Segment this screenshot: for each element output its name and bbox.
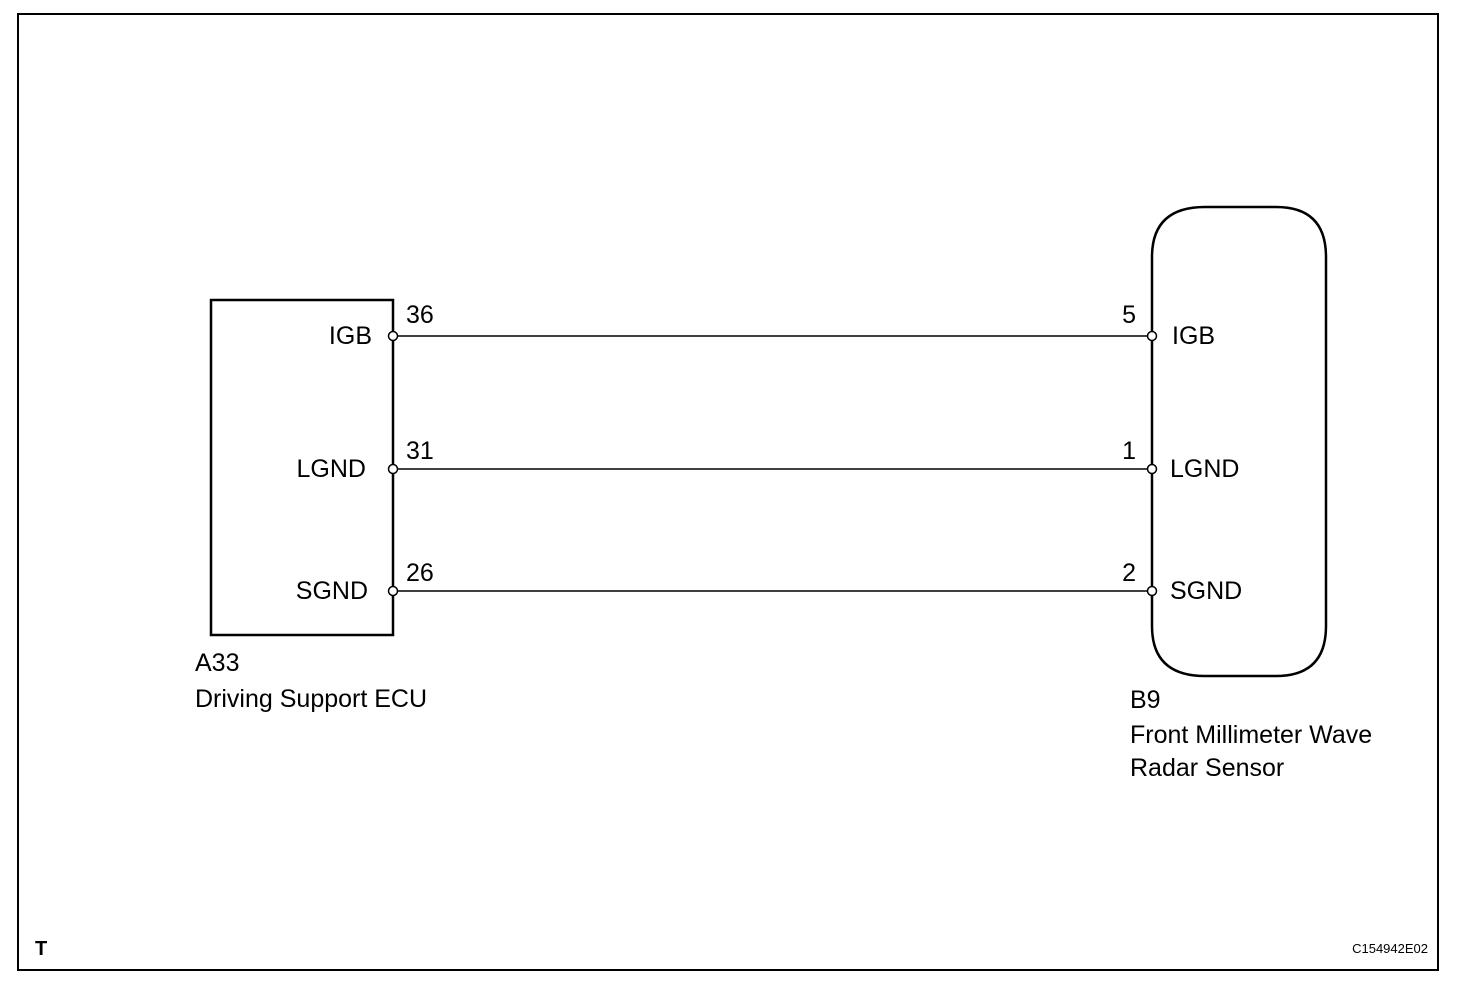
ecu-pin-number-lgnd: 31: [406, 437, 434, 465]
ecu-terminal-sgnd: [387, 585, 399, 597]
ecu-signal-igb: IGB: [329, 322, 372, 350]
sensor-pin-number-sgnd: 2: [1122, 559, 1136, 587]
sensor-box: [1150, 205, 1328, 678]
sensor-terminal-lgnd: [1146, 463, 1158, 475]
ecu-code: A33: [195, 649, 239, 677]
sensor-signal-igb: IGB: [1172, 322, 1215, 350]
sensor-pin-number-igb: 5: [1122, 301, 1136, 329]
sensor-terminal-sgnd: [1146, 585, 1158, 597]
ecu-signal-sgnd: SGND: [296, 577, 368, 605]
sensor-signal-sgnd: SGND: [1170, 577, 1242, 605]
sensor-name-line2: Radar Sensor: [1130, 754, 1284, 782]
sensor-name-line1: Front Millimeter Wave: [1130, 721, 1372, 749]
corner-mark: T: [35, 938, 47, 960]
ecu-terminal-igb: [387, 330, 399, 342]
sensor-signal-lgnd: LGND: [1170, 455, 1239, 483]
ecu-pin-number-igb: 36: [406, 301, 434, 329]
ecu-name: Driving Support ECU: [195, 685, 427, 713]
ecu-signal-lgnd: LGND: [297, 455, 366, 483]
ecu-pin-number-sgnd: 26: [406, 559, 434, 587]
figure-code: C154942E02: [1352, 941, 1428, 956]
sensor-code: B9: [1130, 686, 1161, 714]
sensor-terminal-igb: [1146, 330, 1158, 342]
diagram-frame: [17, 13, 1439, 971]
ecu-terminal-lgnd: [387, 463, 399, 475]
sensor-pin-number-lgnd: 1: [1122, 437, 1136, 465]
